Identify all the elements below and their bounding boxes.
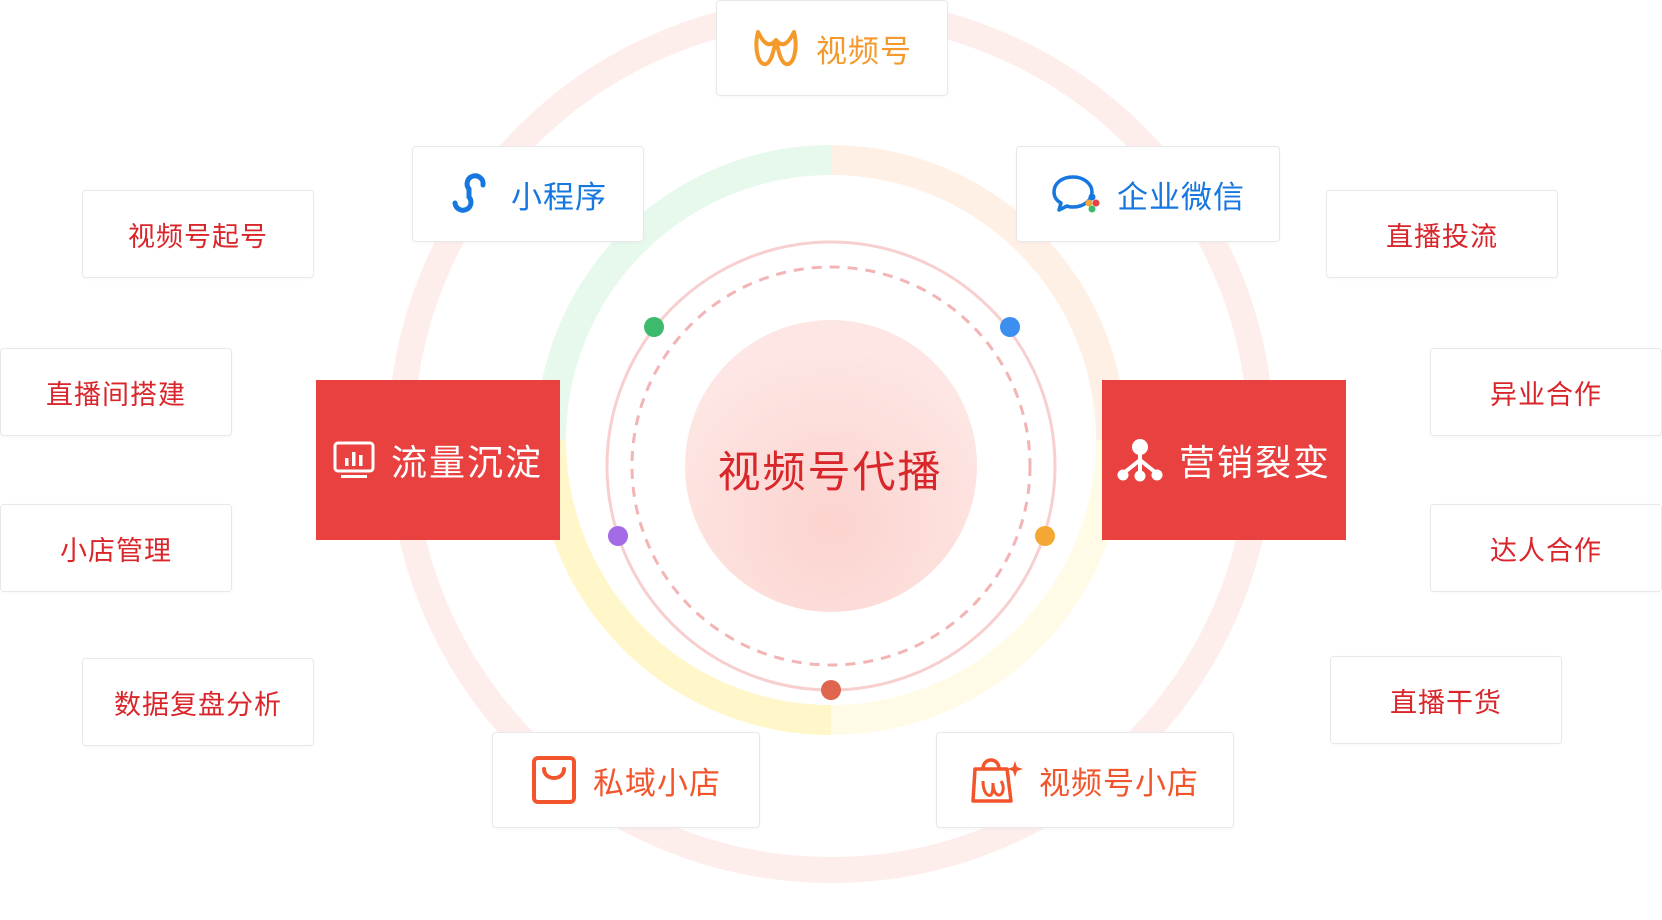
service-label: 视频号起号 [128,221,268,253]
ring-dot-purple [608,526,628,546]
service-item[interactable]: 直播间搭建 [0,348,232,436]
channels-logo-icon [752,26,800,70]
node-label: 企业微信 [1117,179,1245,216]
mini-program-icon [449,171,495,217]
channels-store-icon [971,755,1023,805]
service-item[interactable]: 直播干货 [1330,656,1562,744]
node-label: 视频号小店 [1039,765,1199,802]
ring-dot-blue [1000,317,1020,337]
service-item[interactable]: 达人合作 [1430,504,1662,592]
service-label: 直播干货 [1390,687,1502,719]
middle-ring-peach [830,145,1126,441]
service-label: 小店管理 [60,535,172,567]
service-item[interactable]: 异业合作 [1430,348,1662,436]
ring-dot-red [821,680,841,700]
service-item[interactable]: 视频号起号 [82,190,314,278]
center-title: 视频号代播 [717,448,943,498]
service-label: 直播投流 [1386,221,1498,253]
service-label: 直播间搭建 [46,379,186,411]
ring-dot-green [644,317,664,337]
node-mini-program[interactable]: 小程序 [412,146,644,242]
dashed-ring [630,265,1032,667]
feature-marketing-fission[interactable]: 营销裂变 [1102,380,1346,540]
service-item[interactable]: 小店管理 [0,504,232,592]
node-wecom[interactable]: 企业微信 [1016,146,1280,242]
node-channels[interactable]: 视频号 [716,0,948,96]
middle-ring-green [536,145,832,441]
node-label: 小程序 [511,179,607,216]
center-circle [685,320,977,612]
shopping-bag-icon [531,755,577,805]
feature-label: 流量沉淀 [390,443,543,484]
node-channels-store[interactable]: 视频号小店 [936,732,1234,828]
service-label: 数据复盘分析 [114,689,282,721]
monitor-chart-icon [333,441,375,479]
feature-traffic-retention[interactable]: 流量沉淀 [316,380,560,540]
node-private-store[interactable]: 私域小店 [492,732,760,828]
service-label: 达人合作 [1490,535,1602,567]
wecom-logo-icon [1051,173,1101,215]
service-item[interactable]: 直播投流 [1326,190,1558,278]
service-item[interactable]: 数据复盘分析 [82,658,314,746]
node-label: 视频号 [816,33,912,70]
ring-dot-orange [1035,526,1055,546]
node-label: 私域小店 [593,765,721,802]
share-network-icon [1117,438,1163,482]
feature-label: 营销裂变 [1178,443,1331,484]
service-label: 异业合作 [1490,379,1602,411]
